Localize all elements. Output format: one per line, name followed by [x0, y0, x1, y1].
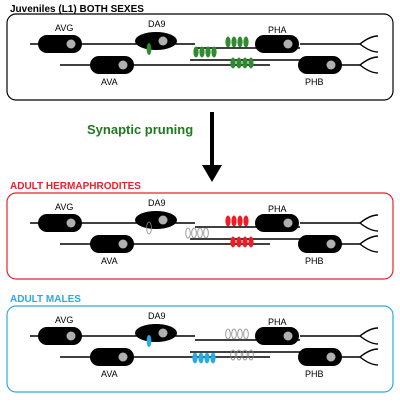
- phb-synapse-pruned-3: [248, 349, 254, 361]
- pha-synapse-0: [225, 215, 231, 227]
- pha-nucleus: [283, 218, 293, 228]
- pha-synapse-pruned-3: [243, 328, 249, 340]
- ava-nucleus: [118, 352, 128, 362]
- phb-synapse-a-3: [211, 46, 217, 58]
- ava-nucleus: [118, 239, 128, 249]
- phb-synapse-0: [230, 236, 236, 248]
- label-phb: PHB: [305, 256, 324, 266]
- label-da9: DA9: [148, 311, 166, 321]
- phb-synapse-1: [236, 236, 242, 248]
- phb-synapse-2: [242, 236, 248, 248]
- label-phb: PHB: [305, 77, 324, 87]
- label-da9: DA9: [148, 198, 166, 208]
- avg-nucleus: [66, 331, 76, 341]
- phb-synapse-a-1: [199, 46, 205, 58]
- da9-nucleus: [158, 36, 168, 46]
- pha-nucleus: [283, 39, 293, 49]
- pha-synapse-1: [231, 215, 237, 227]
- da9-synapse: [146, 43, 152, 55]
- phb-synapse-b-2: [242, 57, 248, 69]
- phb-synapse-b-3: [248, 57, 254, 69]
- pha-synapse-1: [231, 36, 237, 48]
- phb-synapse-pruned-0: [230, 349, 236, 361]
- pha-synapse-2: [237, 36, 243, 48]
- label-pha: PHA: [268, 25, 287, 35]
- pruning-arrowhead: [202, 165, 222, 182]
- ava-nucleus: [118, 60, 128, 70]
- phb-synapse-3: [210, 352, 216, 364]
- phb-synapse-b-0: [230, 57, 236, 69]
- phb-synapse-pruned-2: [242, 349, 248, 361]
- phb-synapse-0: [192, 352, 198, 364]
- pha-cilium: [359, 214, 379, 232]
- pruned-pha-synapse-3: [203, 227, 209, 239]
- pha-synapse-3: [243, 36, 249, 48]
- label-avg: AVG: [55, 23, 73, 33]
- avg-nucleus: [66, 39, 76, 49]
- da9-synapse: [146, 335, 152, 347]
- phb-synapse-a-0: [193, 46, 199, 58]
- pha-cilium: [359, 35, 379, 53]
- da9-nucleus: [158, 328, 168, 338]
- avg-nucleus: [66, 218, 76, 228]
- pha-nucleus: [283, 331, 293, 341]
- phb-synapse-1: [198, 352, 204, 364]
- pha-synapse-pruned-1: [231, 328, 237, 340]
- da9-synapse: [146, 221, 152, 235]
- arrow-label: Synaptic pruning: [87, 122, 194, 137]
- da9-soma: [135, 324, 177, 342]
- pruned-pha-synapse-2: [197, 227, 203, 239]
- pha-synapse-pruned-2: [237, 328, 243, 340]
- pha-synapse-3: [243, 215, 249, 227]
- phb-nucleus: [326, 239, 336, 249]
- pha-synapse-pruned-0: [225, 328, 231, 340]
- pha-synapse-2: [237, 215, 243, 227]
- pha-synapse-0: [225, 36, 231, 48]
- label-ava: AVA: [101, 369, 118, 379]
- label-avg: AVG: [55, 315, 73, 325]
- phb-cilium: [359, 56, 379, 74]
- phb-synapse-3: [248, 236, 254, 248]
- label-phb: PHB: [305, 369, 324, 379]
- label-ava: AVA: [101, 256, 118, 266]
- phb-nucleus: [326, 352, 336, 362]
- phb-synapse-2: [204, 352, 210, 364]
- label-avg: AVG: [55, 202, 73, 212]
- phb-cilium: [359, 235, 379, 253]
- panel-title-hermaphrodite: ADULT HERMAPHRODITES: [10, 181, 141, 192]
- panel-frame: [6, 305, 394, 393]
- panel-frame: [6, 13, 394, 101]
- pruned-pha-synapse-0: [185, 227, 191, 239]
- phb-synapse-a-2: [205, 46, 211, 58]
- label-pha: PHA: [268, 317, 287, 327]
- panel-title-male: ADULT MALES: [10, 294, 81, 305]
- pha-cilium: [359, 327, 379, 345]
- phb-synapse-b-1: [236, 57, 242, 69]
- label-da9: DA9: [148, 19, 166, 29]
- label-pha: PHA: [268, 204, 287, 214]
- label-ava: AVA: [101, 77, 118, 87]
- da9-soma: [135, 32, 177, 50]
- da9-soma: [135, 211, 177, 229]
- phb-synapse-pruned-1: [236, 349, 242, 361]
- pruned-pha-synapse-1: [191, 227, 197, 239]
- phb-cilium: [359, 348, 379, 366]
- da9-nucleus: [158, 215, 168, 225]
- panel-title-juvenile: Juveniles (L1) BOTH SEXES: [10, 4, 144, 15]
- phb-nucleus: [326, 60, 336, 70]
- panel-frame: [6, 192, 394, 280]
